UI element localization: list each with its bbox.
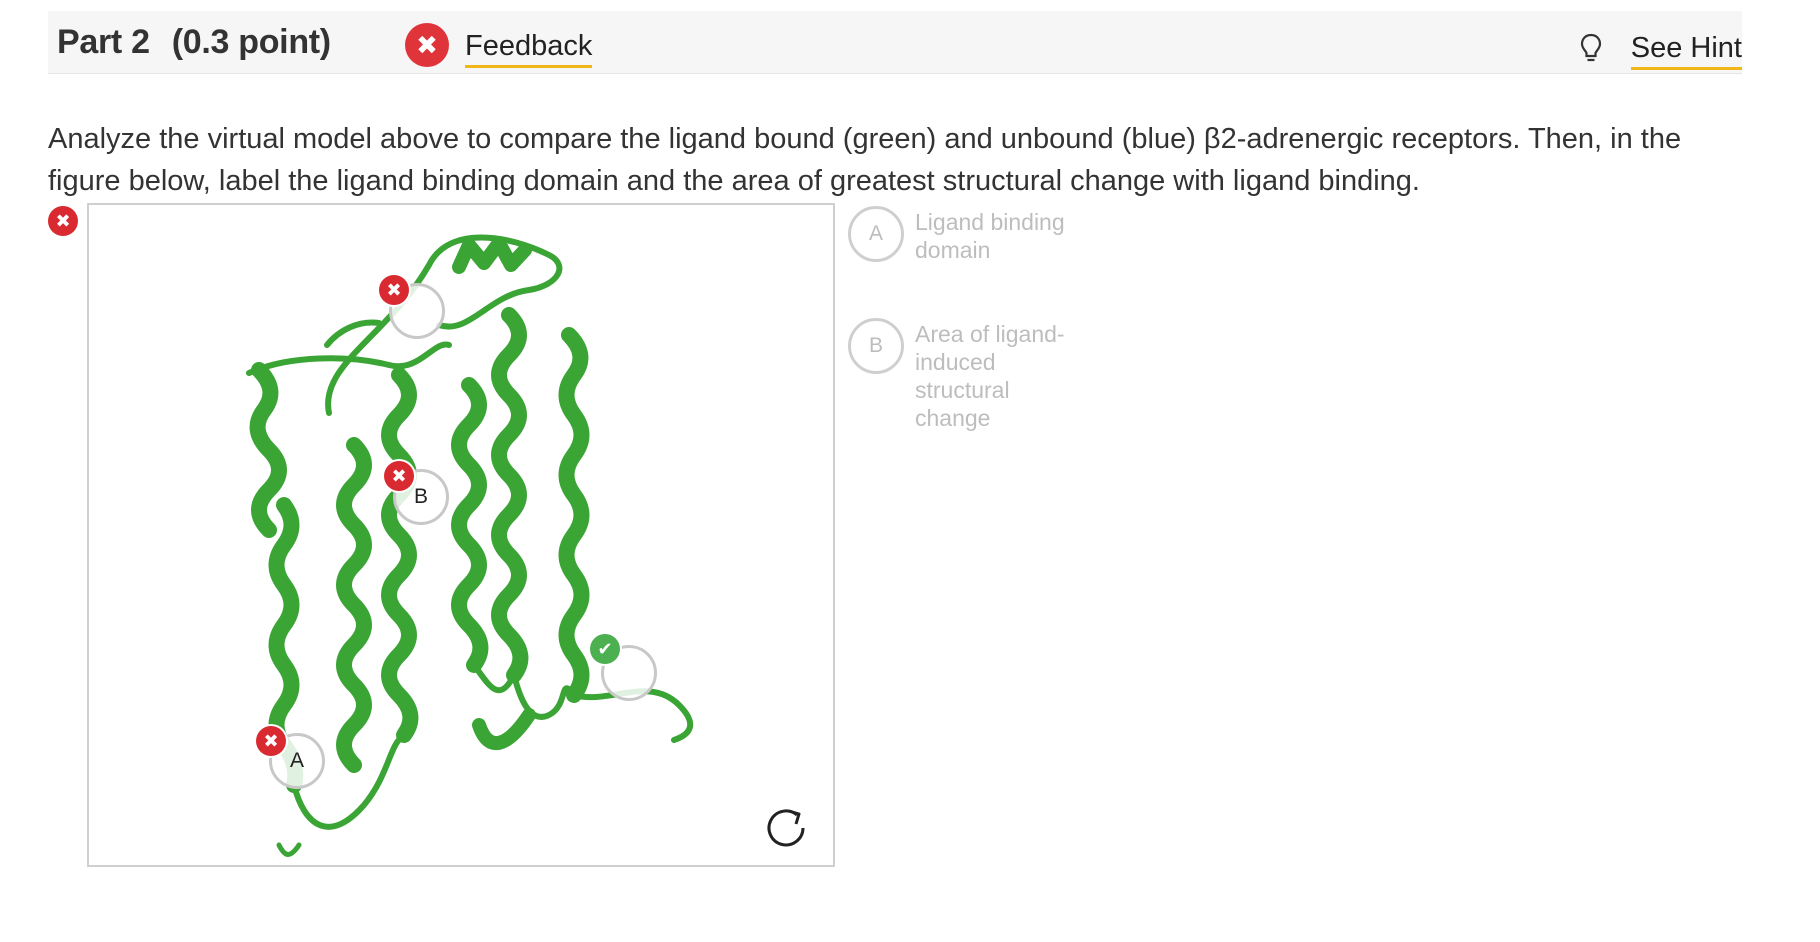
lightbulb-icon [1580,33,1602,62]
draggable-label-b[interactable]: B Area of ligand-induced structural chan… [848,318,1108,438]
labeling-figure: ✖ B ✖ ✔ A ✖ [87,203,835,867]
question-text: Analyze the virtual model above to compa… [48,123,1682,197]
part-header: Part 2 (0.3 point) ✖ Feedback See Hint [48,11,1742,74]
correct-badge-icon: ✔ [590,634,620,664]
part-label: Part 2 [57,23,150,61]
reset-icon[interactable] [761,803,811,853]
part-title: Part 2 (0.3 point) [57,23,331,62]
feedback-link[interactable]: Feedback [465,30,593,68]
label-letter-b: B [848,318,904,374]
incorrect-badge-icon: ✖ [256,726,286,756]
draggable-label-a[interactable]: A Ligand binding domain [848,206,1108,266]
figure-error-icon: ✖ [48,206,78,236]
label-letter-a: A [848,206,904,262]
drop-target-letter: A [289,749,304,772]
receptor-protein-image [246,234,694,857]
points-label: (0.3 point) [171,23,331,61]
label-text-b: Area of ligand-induced structural change [915,321,1065,431]
see-hint-link[interactable]: See Hint [1630,32,1742,70]
incorrect-badge-icon: ✖ [379,275,409,305]
drop-target[interactable]: B [393,469,449,525]
label-text-a: Ligand binding domain [915,209,1065,263]
drop-target-letter: B [413,485,428,508]
incorrect-badge-icon: ✖ [384,461,414,491]
x-circle-icon: ✖ [405,23,449,67]
